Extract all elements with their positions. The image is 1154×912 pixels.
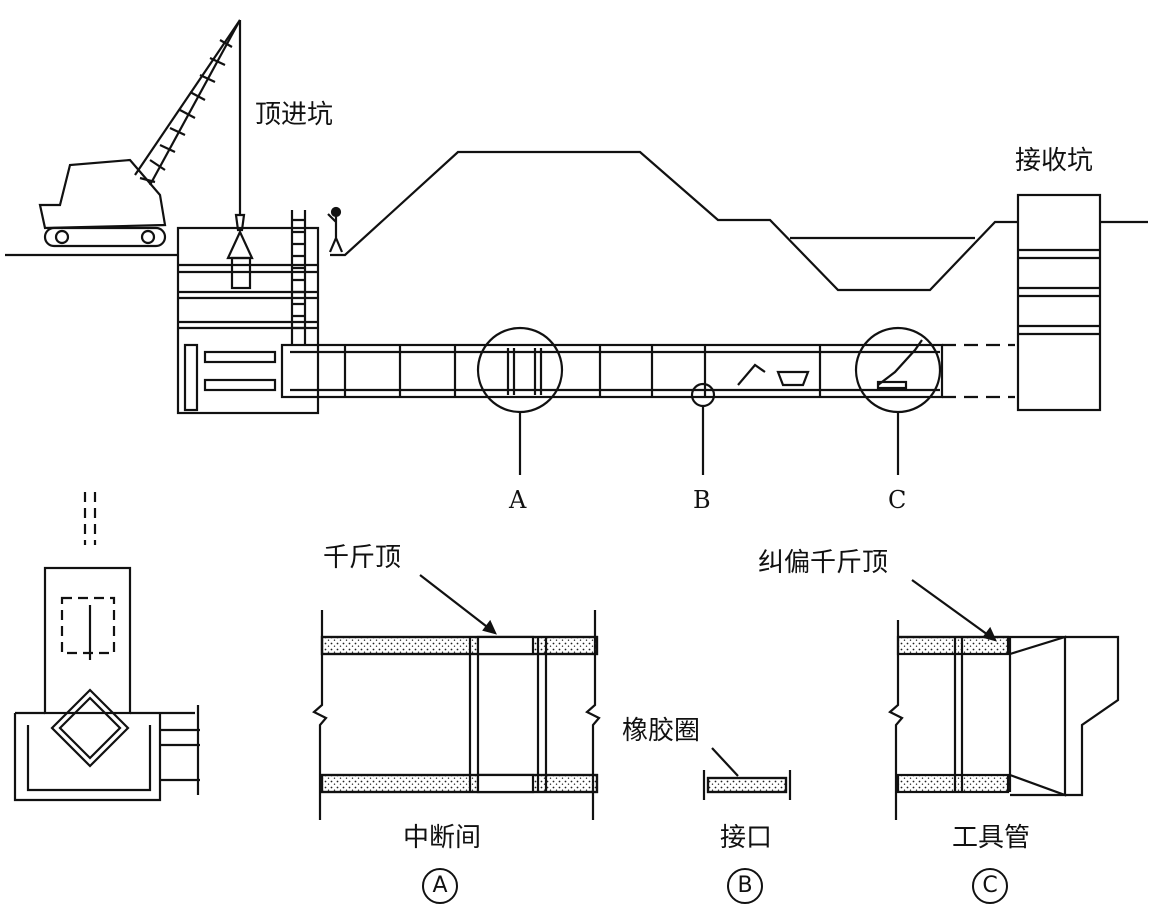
detail-a-drawing: [312, 574, 601, 820]
detail-a-mark: A: [422, 868, 458, 904]
detail-c-mark: C: [972, 868, 1008, 904]
lifting-detail: [13, 492, 200, 802]
detail-circle-a: [476, 326, 564, 414]
pipeline: [280, 339, 1015, 399]
label-launch-pit: 顶进坑: [255, 100, 334, 130]
label-correction-jack: 纠偏千斤顶: [758, 548, 889, 578]
detail-circle-b: [690, 382, 716, 408]
detail-c-title: 工具管: [952, 823, 1031, 853]
label-jack: 千斤顶: [323, 543, 402, 573]
receiving-pit: [1016, 193, 1102, 412]
detail-b-mark: B: [727, 868, 763, 904]
detail-a-title: 中断间: [403, 823, 482, 853]
label-receiving-pit: 接收坑: [1015, 146, 1094, 176]
person-figure: [327, 206, 344, 253]
detail-c-drawing: [888, 579, 1120, 820]
label-rubber-ring: 橡胶圈: [622, 716, 701, 746]
embankment-profile: [330, 150, 1018, 292]
callout-c: C: [888, 486, 907, 514]
callout-b: B: [693, 486, 711, 514]
callout-a: A: [509, 486, 527, 514]
launch-pit: [176, 210, 320, 415]
detail-b-title: 接口: [720, 823, 773, 853]
crane: [38, 19, 254, 290]
detail-b-drawing: [702, 747, 792, 800]
